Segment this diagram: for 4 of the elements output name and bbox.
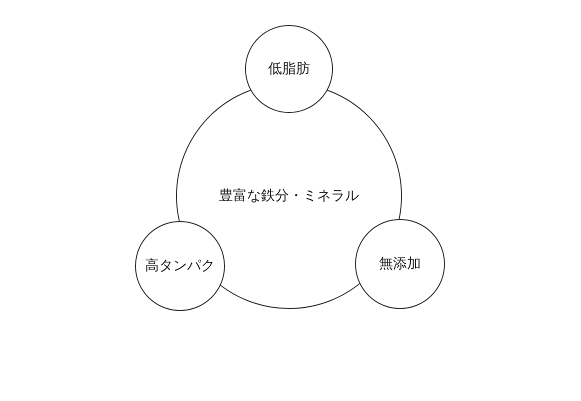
circle-label: 豊富な鉄分・ミネラル <box>219 186 359 206</box>
circle-label: 無添加 <box>379 254 421 274</box>
circle-label: 高タンパク <box>145 256 215 276</box>
circle-label: 低脂肪 <box>268 60 310 78</box>
